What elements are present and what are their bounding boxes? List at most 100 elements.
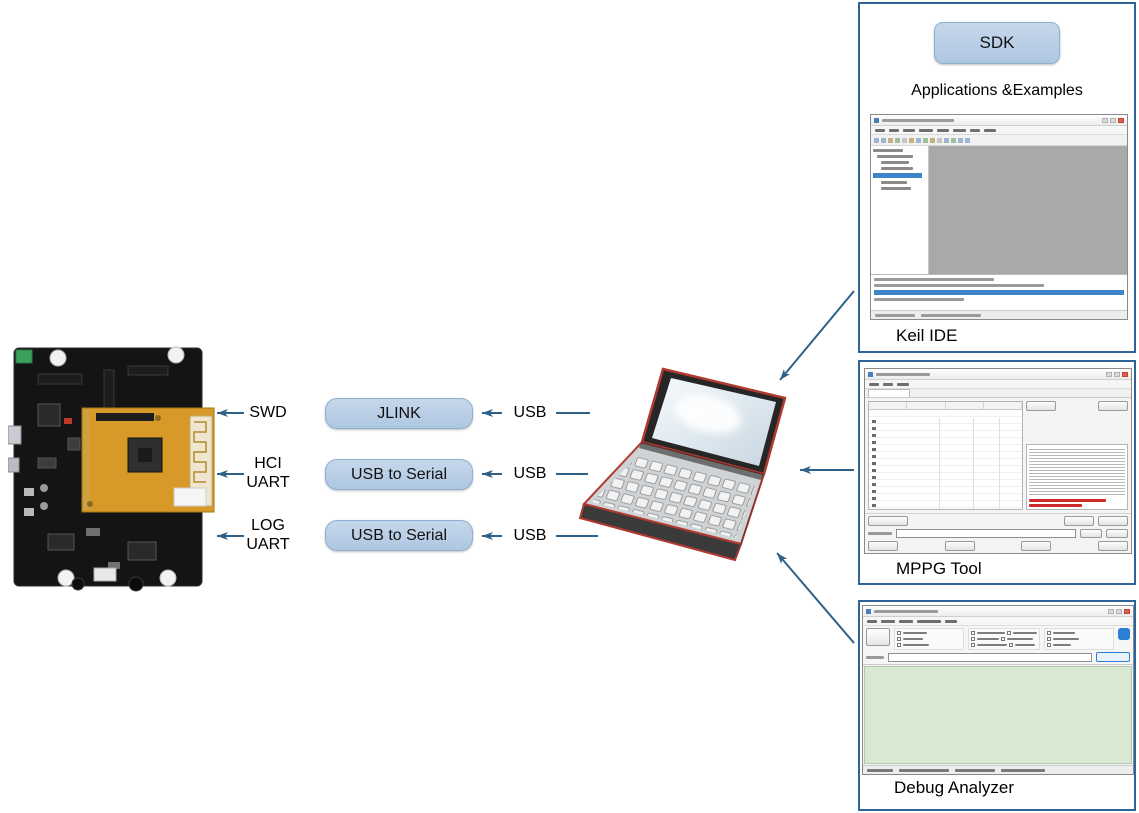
mppg-tabrow: [865, 389, 1131, 398]
dev-board-image: [7, 346, 215, 592]
mppg-top-buttons: [1026, 401, 1128, 411]
mppg-table-rows: [869, 410, 1022, 509]
mppg-save-button: [1106, 529, 1128, 538]
log-uart-label: LOG UART: [246, 517, 290, 553]
keil-selected-item: [873, 173, 922, 178]
mppg-right-pane: [1026, 401, 1128, 510]
mppg-flash-map-path-input: [896, 529, 1076, 538]
mppg-menubar: [865, 380, 1131, 389]
checkbox-icon: [1047, 637, 1051, 641]
debug-log-group: [1044, 628, 1114, 650]
checkbox-icon: [897, 631, 901, 635]
mppg-window-buttons: [1106, 371, 1128, 377]
mppg-detect-button: [1026, 401, 1056, 411]
mppg-titlebar: [865, 369, 1131, 380]
debug-app-icon: [866, 608, 871, 614]
checkbox-icon: [971, 637, 975, 641]
mppg-tool-screenshot: [864, 368, 1132, 554]
debug-menubar: [863, 617, 1133, 626]
usb-to-serial-box-1: USB to Serial: [325, 459, 473, 490]
minimize-icon: [1102, 117, 1108, 123]
mppg-close-button: [1097, 541, 1128, 551]
mppg-download-button: [868, 541, 898, 551]
keil-project-tree: [871, 146, 929, 274]
keil-body: [871, 146, 1127, 274]
mppg-file-table: [868, 401, 1023, 510]
mppg-memory-layout-button: [868, 516, 908, 526]
checkbox-icon: [1007, 631, 1011, 635]
keil-panel: SDK Applications &Examples: [858, 2, 1136, 353]
debug-panel: Debug Analyzer: [858, 600, 1136, 811]
keil-window-buttons: [1102, 117, 1124, 123]
jlink-box: JLINK: [325, 398, 473, 429]
swd-label: SWD: [249, 404, 287, 421]
keil-caption: Keil IDE: [896, 326, 958, 345]
mppg-body: [865, 398, 1131, 513]
keil-build-output: [871, 274, 1127, 310]
mppg-message-box: [1026, 444, 1128, 510]
debug-decoder-input-group: [894, 628, 964, 650]
mppg-flash-map-label: [868, 532, 892, 535]
mppg-table-header: [869, 402, 1022, 410]
checkbox-icon: [1047, 643, 1051, 647]
debug-analyzer-logo-icon: [1118, 628, 1130, 640]
mppg-erase-button: [1021, 541, 1052, 551]
maximize-icon: [1114, 371, 1120, 377]
hci-uart-label: HCI UART: [246, 455, 290, 491]
checkbox-icon: [1047, 631, 1051, 635]
keil-editor-area: [929, 146, 1127, 274]
keil-app-icon: [874, 117, 879, 123]
debug-log-area: [864, 666, 1132, 764]
usb-label-1: USB: [513, 404, 547, 421]
dev-board: [7, 338, 220, 594]
debug-caption: Debug Analyzer: [894, 778, 1015, 797]
maximize-icon: [1116, 608, 1122, 614]
debug-statusbar: [863, 765, 1133, 774]
keil-titlebar: [871, 115, 1127, 126]
debug-analyzer-screenshot: [862, 605, 1134, 775]
debug-settings-button: [1096, 652, 1130, 662]
keil-title-text: [882, 118, 954, 122]
mppg-bottom-bar: [865, 513, 1131, 553]
mppg-add-files-button: [1064, 516, 1094, 526]
keil-output-selected-line: [874, 290, 1124, 295]
debug-title-text: [874, 609, 938, 613]
debug-decoder-output-group: [968, 628, 1040, 650]
sdk-box: SDK: [934, 22, 1060, 64]
close-icon: [1124, 608, 1130, 614]
mppg-browse-button: [1080, 529, 1102, 538]
laptop: [578, 362, 800, 568]
keil-statusbar: [871, 310, 1127, 319]
debug-filter-input: [888, 652, 1092, 662]
checkbox-icon: [897, 643, 901, 647]
usb-label-2: USB: [513, 465, 547, 482]
maximize-icon: [1110, 117, 1116, 123]
rf-module: [81, 407, 215, 513]
debug-control-panel: [863, 626, 1133, 665]
minimize-icon: [1106, 371, 1112, 377]
debug-start-button: [866, 628, 890, 646]
checkbox-icon: [897, 637, 901, 641]
mppg-app-icon: [868, 371, 873, 377]
keil-ide-screenshot: [870, 114, 1128, 320]
usb-to-serial-box-2: USB to Serial: [325, 520, 473, 551]
keil-toolbar: [871, 135, 1127, 146]
mppg-open-button: [1098, 401, 1128, 411]
mppg-download-tab: [868, 389, 910, 397]
mppg-dump-button: [944, 541, 975, 551]
close-icon: [1118, 117, 1124, 123]
mppg-error-line-1: [1029, 499, 1106, 502]
close-icon: [1122, 371, 1128, 377]
checkbox-icon: [1001, 637, 1005, 641]
mppg-message-lines: [1029, 447, 1125, 497]
mppg-error-line-2: [1029, 504, 1082, 507]
mppg-title-text: [876, 372, 930, 376]
keil-menubar: [871, 126, 1127, 135]
laptop-image: [578, 367, 787, 562]
checkbox-icon: [1009, 643, 1013, 647]
mppg-panel: MPPG Tool: [858, 360, 1136, 585]
debug-titlebar: [863, 606, 1133, 617]
debug-filter-label: [866, 655, 884, 659]
minimize-icon: [1108, 608, 1114, 614]
